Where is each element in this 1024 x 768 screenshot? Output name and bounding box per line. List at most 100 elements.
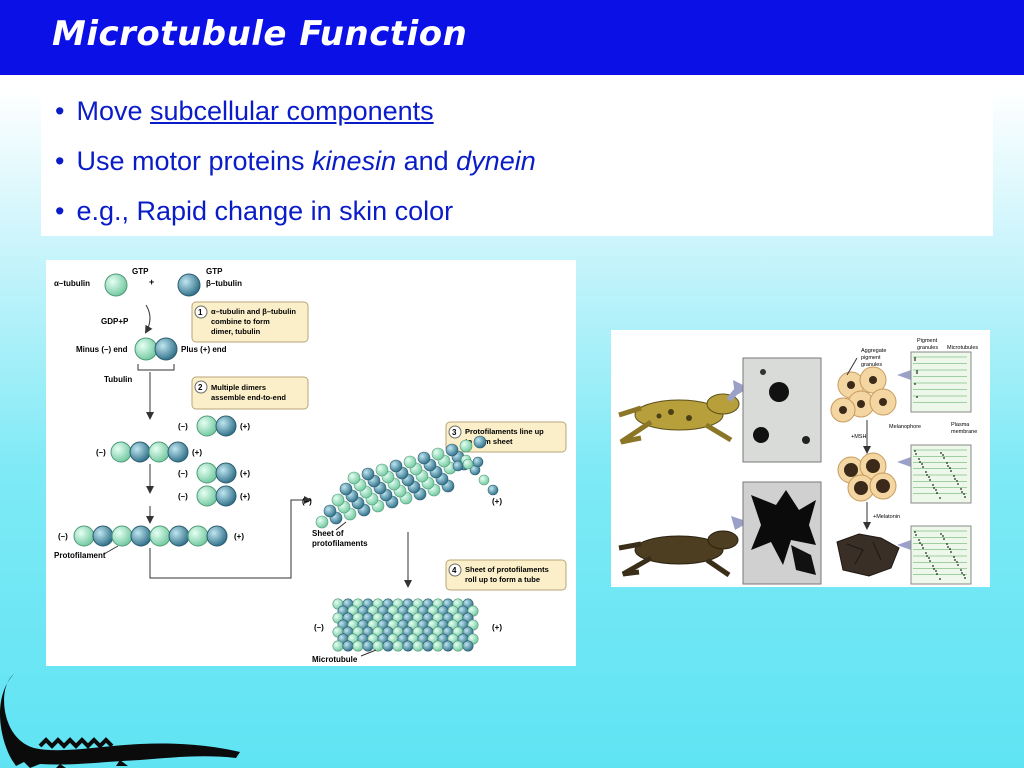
minus-label: (–): [302, 497, 312, 506]
pigment-granule: [914, 359, 916, 361]
alpha-subunit: [315, 515, 329, 529]
step-3-line-2: to form sheet: [465, 437, 513, 446]
pigment-granule: [918, 539, 920, 541]
protofilament-label: Protofilament: [54, 551, 106, 560]
plus-label: (+): [240, 422, 250, 431]
plasma-label-2: membrane: [951, 429, 977, 435]
alpha-subunit: [462, 458, 474, 470]
plasma-label-1: Plasma: [951, 422, 970, 428]
pigment-granule: [939, 497, 941, 499]
pigment-granule: [916, 396, 918, 398]
pigment-granule: [928, 476, 930, 478]
pigment-granule: [921, 544, 923, 546]
pigment-granule: [950, 470, 952, 472]
alpha-subunit: [352, 640, 364, 652]
step-1-box: [191, 301, 309, 343]
pigment-granule: [932, 484, 934, 486]
pigment-granule: [915, 534, 917, 536]
bullet-text: Move: [76, 96, 150, 126]
aggregated-melanophore: [802, 436, 810, 444]
gdp-p-label: GDP+P: [101, 317, 129, 326]
beta-subunit: [452, 460, 464, 472]
alpha-subunit: [347, 471, 361, 485]
pigment-granule: [961, 572, 963, 574]
pigment-granule: [942, 454, 944, 456]
pigment-granule: [957, 483, 959, 485]
subcellular-link[interactable]: subcellular components: [149, 96, 434, 126]
plus-label: (+): [240, 492, 250, 501]
step-3-number: 3: [452, 428, 457, 437]
step-2-badge: [194, 380, 208, 394]
step-3-badge: [448, 425, 462, 439]
melatonin-label: +Melatonin: [873, 514, 900, 520]
pigment-granule: [935, 570, 937, 572]
dimer-beta: [215, 462, 237, 484]
pigment-granule: [916, 372, 918, 374]
pigment-granule: [950, 551, 952, 553]
pigment-granule: [926, 474, 928, 476]
pigment-granule: [953, 475, 955, 477]
pigment-granule: [942, 535, 944, 537]
membrane-panels: [910, 351, 972, 585]
beta-subunit: [472, 456, 484, 468]
step-4-box: [445, 559, 567, 591]
zoom-arrow: [897, 457, 911, 467]
alpha-subunit: [432, 640, 444, 652]
pigment-granule: [947, 546, 949, 548]
pigment-granule: [919, 461, 921, 463]
pigment-granule: [954, 559, 956, 561]
pale-frog-image: [618, 393, 740, 445]
protofilament-alpha: [110, 441, 132, 463]
bullet-dot: •: [55, 96, 65, 126]
beta-subunit: [362, 640, 374, 652]
melanophore-label: Melanophore: [889, 424, 921, 430]
pigment-granule: [922, 466, 924, 468]
pigment-granule: [964, 496, 966, 498]
title-bar: Microtubule Function: [0, 0, 1024, 75]
plus-label: (+): [492, 497, 502, 506]
pigment-granule: [946, 462, 948, 464]
pale-micrograph: [742, 357, 822, 463]
step-3-line-1: Protofilaments line up: [465, 427, 544, 436]
pigment-granule: [964, 577, 966, 579]
pigment-granule: [918, 458, 920, 460]
gtp-label-right: GTP: [206, 267, 223, 276]
pigment-granule: [914, 450, 916, 452]
pigment-granule: [921, 463, 923, 465]
microtubule-tube: [332, 598, 479, 652]
plus-label: (+): [240, 469, 250, 478]
dark-pointer-head: [731, 516, 749, 530]
plus-end-label: Plus (+) end: [181, 345, 227, 354]
pigment-granule: [943, 457, 945, 459]
pigment-granule: [922, 547, 924, 549]
step-4-number: 4: [452, 566, 457, 575]
kinesin-term: kinesin: [312, 146, 397, 176]
alpha-subunit: [452, 640, 464, 652]
sheet-label-2: protofilaments: [312, 539, 368, 548]
plus-label: (+): [192, 448, 202, 457]
msh-label: +MSH: [851, 434, 866, 440]
pigment-granule: [946, 543, 948, 545]
alpha-subunit: [332, 640, 344, 652]
microtubules-label: Microtubules: [947, 345, 978, 351]
pigment-granule: [956, 480, 958, 482]
pigment-granule: [960, 569, 962, 571]
dispersed-melanophore: [791, 545, 816, 575]
membrane-panel: [910, 444, 972, 504]
pigment-granule: [956, 561, 958, 563]
microtubule-assembly-diagram: GTP GTP α–tubulin + β–tubulin GDP+P Minu…: [46, 260, 576, 666]
pigment-granule: [925, 552, 927, 554]
pigment-granule: [953, 556, 955, 558]
pigment-label-1: Pigment: [917, 338, 938, 344]
beta-subunit: [473, 435, 487, 449]
protofilament-leader: [103, 545, 119, 555]
minus-label: (–): [58, 532, 68, 541]
pigment-granule: [933, 487, 935, 489]
minus-end-label: Minus (–) end: [76, 345, 128, 354]
step-1-badge: [194, 305, 208, 319]
bullet-list: •Move subcellular components •Use motor …: [41, 88, 993, 236]
alpha-subunit: [412, 640, 424, 652]
pigment-granule: [929, 560, 931, 562]
step-2-number: 2: [198, 383, 203, 392]
pigment-granule: [949, 548, 951, 550]
